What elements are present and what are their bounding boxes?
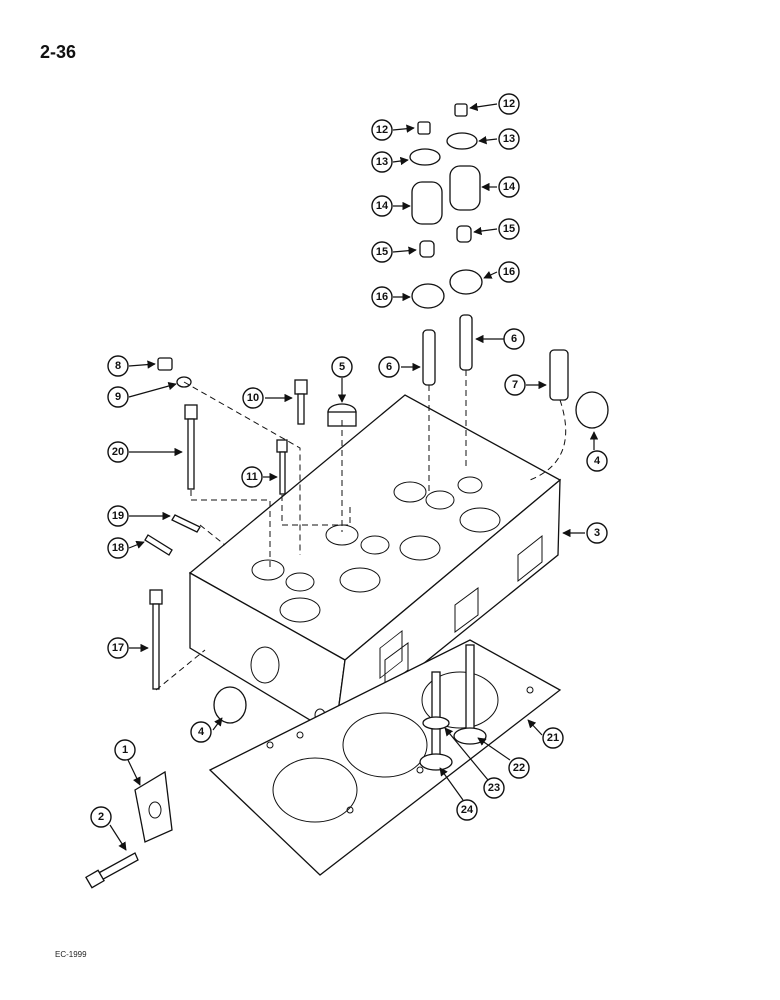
callout-22: 22 xyxy=(508,757,530,779)
cylinder-head xyxy=(188,394,562,737)
svg-text:19: 19 xyxy=(112,510,124,522)
callout-15a: 15 xyxy=(498,218,520,240)
callout-24: 24 xyxy=(456,799,478,821)
bracket-bolt xyxy=(85,852,139,889)
svg-text:6: 6 xyxy=(511,333,517,345)
callout-20: 20 xyxy=(107,441,129,463)
callout-11: 11 xyxy=(241,466,263,488)
callout-15b: 15 xyxy=(371,241,393,263)
callout-9: 9 xyxy=(107,386,129,408)
callout-16a: 16 xyxy=(498,261,520,283)
svg-text:16: 16 xyxy=(376,291,388,303)
lifting-bracket xyxy=(134,770,173,843)
svg-text:7: 7 xyxy=(512,379,518,391)
leader-lines xyxy=(109,102,599,851)
footer-code: EC-1999 xyxy=(55,950,87,959)
svg-text:23: 23 xyxy=(488,782,500,794)
callout-13b: 13 xyxy=(371,151,393,173)
svg-text:16: 16 xyxy=(503,266,515,278)
svg-text:14: 14 xyxy=(376,200,389,212)
callout-19: 19 xyxy=(107,505,129,527)
callout-7: 7 xyxy=(504,374,526,396)
svg-text:21: 21 xyxy=(547,732,559,744)
svg-text:13: 13 xyxy=(503,133,515,145)
svg-text:17: 17 xyxy=(112,642,124,654)
callout-23: 23 xyxy=(483,777,505,799)
svg-text:5: 5 xyxy=(339,361,345,373)
svg-text:22: 22 xyxy=(513,762,525,774)
svg-text:24: 24 xyxy=(461,804,474,816)
callout-3: 3 xyxy=(586,522,608,544)
callout-12b: 12 xyxy=(371,119,393,141)
svg-text:18: 18 xyxy=(112,542,124,554)
svg-text:8: 8 xyxy=(115,360,121,372)
callout-6b: 6 xyxy=(503,328,525,350)
svg-text:11: 11 xyxy=(246,471,258,483)
callout-14a: 14 xyxy=(498,176,520,198)
callout-16b: 16 xyxy=(371,286,393,308)
callout-4a: 4 xyxy=(190,721,212,743)
alignment-lines xyxy=(155,370,567,691)
callout-4b: 4 xyxy=(586,450,608,472)
svg-text:9: 9 xyxy=(115,391,121,403)
svg-text:15: 15 xyxy=(503,223,515,235)
callout-10: 10 xyxy=(242,387,264,409)
callout-12a: 12 xyxy=(498,93,520,115)
callout-1: 1 xyxy=(114,739,136,761)
valves xyxy=(419,644,487,771)
callout-13a: 13 xyxy=(498,128,520,150)
callout-8: 8 xyxy=(107,355,129,377)
svg-text:13: 13 xyxy=(376,156,388,168)
svg-text:1: 1 xyxy=(122,744,128,756)
svg-text:12: 12 xyxy=(503,98,515,110)
callout-6a: 6 xyxy=(378,356,400,378)
svg-text:4: 4 xyxy=(594,455,601,467)
callout-17: 17 xyxy=(107,637,129,659)
callout-14b: 14 xyxy=(371,195,393,217)
svg-text:14: 14 xyxy=(503,181,516,193)
page-number: 2-36 xyxy=(40,42,77,62)
svg-text:4: 4 xyxy=(198,726,205,738)
svg-text:10: 10 xyxy=(247,392,259,404)
valve-train xyxy=(409,103,569,401)
svg-text:2: 2 xyxy=(98,811,104,823)
svg-text:20: 20 xyxy=(112,446,124,458)
svg-text:3: 3 xyxy=(594,527,600,539)
callout-18: 18 xyxy=(107,537,129,559)
svg-text:15: 15 xyxy=(376,246,388,258)
head-bolts xyxy=(144,379,308,690)
callout-5: 5 xyxy=(331,356,353,378)
callout-2: 2 xyxy=(90,806,112,828)
svg-text:12: 12 xyxy=(376,124,388,136)
svg-text:6: 6 xyxy=(386,361,392,373)
callout-21: 21 xyxy=(542,727,564,749)
